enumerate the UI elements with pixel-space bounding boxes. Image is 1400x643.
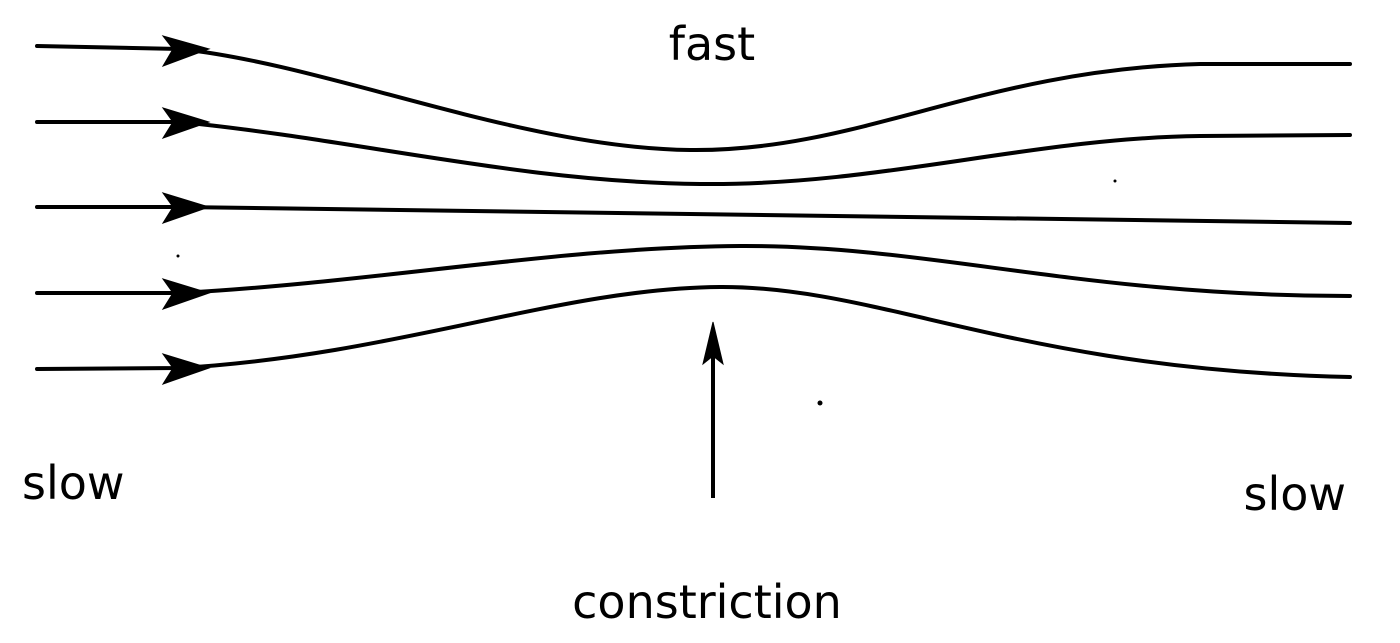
constriction-pointer-arrowhead	[702, 321, 724, 366]
streamline-5	[35, 284, 1352, 379]
slow-label-right: slow	[1243, 467, 1346, 521]
streamline-3	[35, 205, 1352, 225]
streamline-2	[35, 120, 1352, 187]
streamline-4	[35, 243, 1352, 298]
slow-label-left: slow	[22, 456, 125, 510]
speck	[817, 400, 823, 406]
streamline-1-arrowhead	[161, 35, 211, 67]
speck	[1113, 179, 1117, 183]
constriction-label: constriction	[572, 575, 842, 629]
streamline-2-arrowhead	[161, 107, 211, 139]
speck	[176, 254, 180, 258]
fast-label: fast	[669, 17, 755, 71]
streamline-3-arrowhead	[161, 192, 211, 224]
streamline-4-arrowhead	[161, 278, 211, 310]
streamline-5-arrowhead	[161, 353, 211, 385]
streamline-1	[35, 44, 1352, 153]
